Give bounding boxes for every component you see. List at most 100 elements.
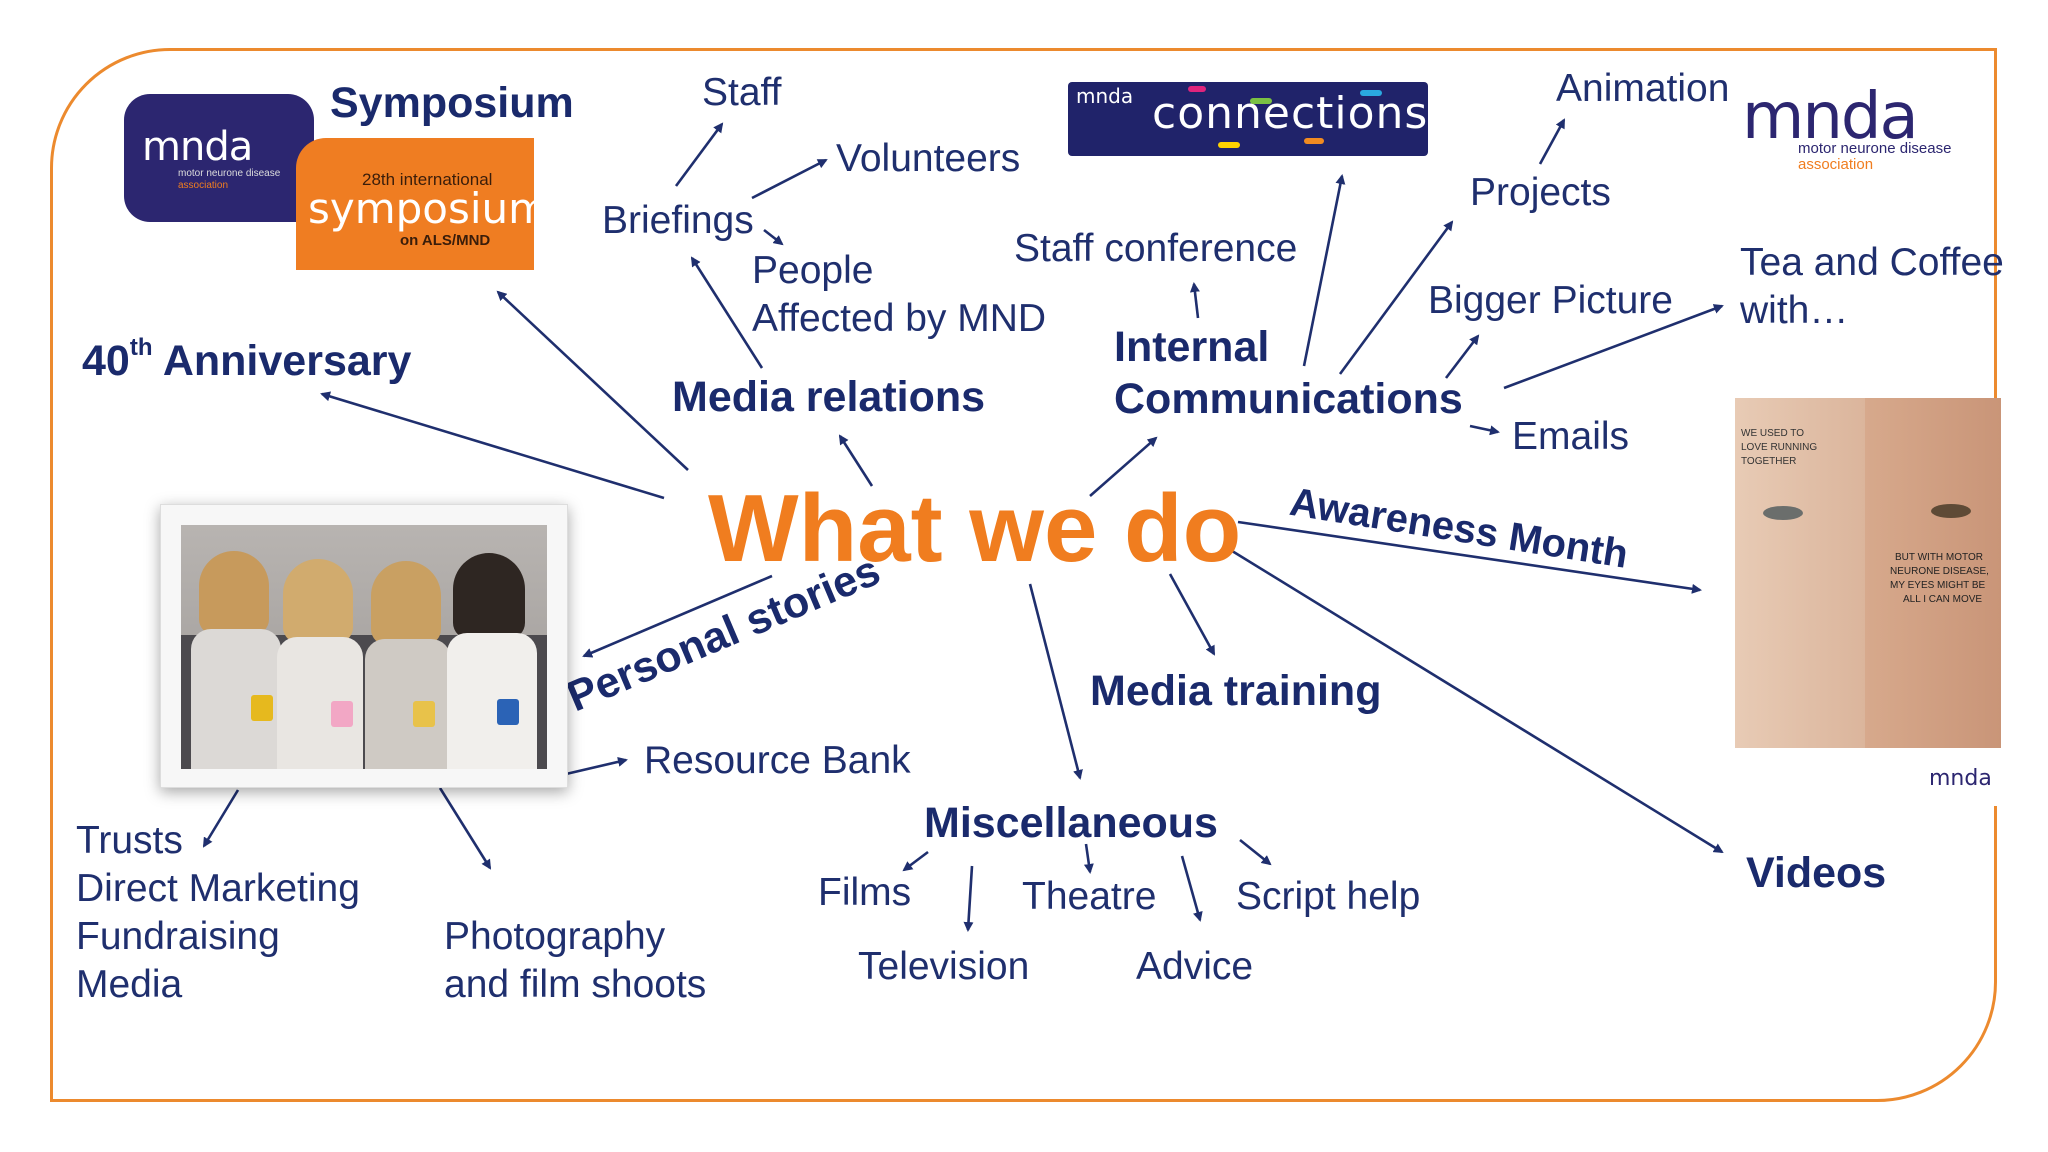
bigger-picture-label: Bigger Picture [1428,279,1673,322]
resource-bank-label: Resource Bank [644,739,911,782]
videos-label: Videos [1746,849,1887,897]
poster-text-4: BUT WITH MOTOR [1895,552,1983,563]
connections-word: connections [1152,88,1428,139]
direct-marketing-label: Direct Marketing [76,867,360,910]
poster-eye-left [1763,506,1803,520]
poster-footer [1735,748,2001,806]
arrow-briefings-to-staff [674,122,724,187]
media-relations-label: Media relations [672,373,986,421]
tea-label-1: Tea and Coffee [1740,241,2004,284]
arrow-media-to-briefings [690,256,764,369]
poster-face-left [1735,398,1865,748]
internal-label-2: Communications [1114,375,1463,423]
poster-face-right [1865,398,2001,748]
photo-mug-blue [497,699,519,725]
arrow-misc-to-films [902,850,929,872]
poster-text-6: MY EYES MIGHT BE [1890,580,1986,591]
mnda-top-sub2: association [1798,156,1874,173]
arrow-to-photo [582,574,773,658]
arrow-to-anniversary [320,391,665,500]
photo-mug-gold [413,701,435,727]
projects-label: Projects [1470,171,1611,214]
page-title: What we do [708,475,1242,582]
arrow-misc-to-television [963,865,974,932]
advice-label: Advice [1136,945,1254,988]
anniversary-label: 40th Anniversary [82,334,412,385]
arrow-to-photography [438,787,492,870]
staff-label: Staff [702,71,782,114]
people-affected-label: Affected by MND [752,297,1047,340]
volunteers-label: Volunteers [836,137,1021,180]
arrow-briefings-to-people [763,228,784,246]
arrow-to-tea [1503,304,1724,390]
photo-person-1 [199,551,269,635]
photography-label: Photography [444,915,666,958]
mnda-top-sub1: motor neurone disease [1798,140,1952,157]
arrow-to-resource-bank [565,756,628,776]
connections-dot-green [1250,98,1272,104]
briefings-label: Briefings [602,199,754,242]
photo-person-2 [283,559,353,643]
internal-label-1: Internal [1114,323,1270,371]
mnda-logo-top-right: mnda [1742,80,1919,154]
arrow-misc-to-script [1239,838,1272,866]
poster-text-5: NEURONE DISEASE, [1890,566,1989,577]
poster-text-7: ALL I CAN MOVE [1903,594,1983,605]
animation-label: Animation [1556,67,1730,110]
photo-mug-yellow [251,695,273,721]
fundraising-label: Fundraising [76,915,280,958]
staff-conference-label: Staff conference [1014,227,1298,270]
poster-text-3: TOGETHER [1741,456,1797,467]
connections-mnda: mnda [1076,84,1134,108]
photo-frame [160,504,568,788]
connections-dot-blue [1360,90,1382,96]
arrow-to-awareness [1237,520,1702,594]
poster-mnda-logo: mnda [1929,766,1992,791]
arrow-to-connections [1302,174,1346,367]
arrow-to-misc [1028,583,1083,780]
arrow-to-internal [1089,436,1158,497]
symposium-logo-line3: on ALS/MND [400,232,491,249]
poster-text-1: WE USED TO [1741,428,1804,439]
connections-dot-orange [1304,138,1324,144]
media-label: Media [76,963,183,1006]
group-photo [181,525,547,769]
poster-eye-right [1931,504,1971,518]
emails-label: Emails [1512,415,1630,458]
connections-logo: mnda connections [1068,82,1428,156]
television-label: Television [858,945,1030,988]
photo-person-4 [453,553,525,639]
arrow-to-emails [1469,424,1500,436]
photo-person-3 [371,561,441,645]
script-help-label: Script help [1236,875,1421,918]
arrow-briefings-to-volunteers [751,158,828,200]
film-shoots-label: and film shoots [444,963,707,1006]
arrow-to-media-training [1168,573,1216,656]
arrow-to-videos [1223,544,1724,854]
mnda-logo-dark: mnda motor neurone disease association [124,94,314,222]
awareness-poster: WE USED TO LOVE RUNNING TOGETHER BUT WIT… [1735,398,2001,806]
arrow-to-symposium [496,290,689,471]
theatre-label: Theatre [1022,875,1157,918]
miscellaneous-label: Miscellaneous [924,799,1218,847]
films-label: Films [818,871,912,914]
people-label: People [752,249,874,292]
connections-dot-yellow [1218,142,1240,148]
tea-label-2: with… [1740,289,1849,332]
symposium-logo: 28th international symposium on ALS/MND [296,138,549,270]
arrow-to-projects [1338,220,1454,375]
symposium-label: Symposium [330,79,574,127]
trusts-label: Trusts [76,819,183,862]
mnda-logo-text: mnda [142,124,253,170]
arrow-to-media-relations [838,434,874,487]
arrow-misc-to-advice [1180,855,1203,922]
arrow-to-bigger-picture [1444,334,1480,379]
connections-dot-pink [1188,86,1206,92]
mnda-logo-sub: motor neurone disease [178,168,281,179]
symposium-logo-word: symposium [308,184,550,233]
photo-mug-pink [331,701,353,727]
arrow-to-trusts [202,789,240,848]
photo-sweater-3 [365,639,451,769]
arrow-misc-to-theatre [1083,843,1094,874]
